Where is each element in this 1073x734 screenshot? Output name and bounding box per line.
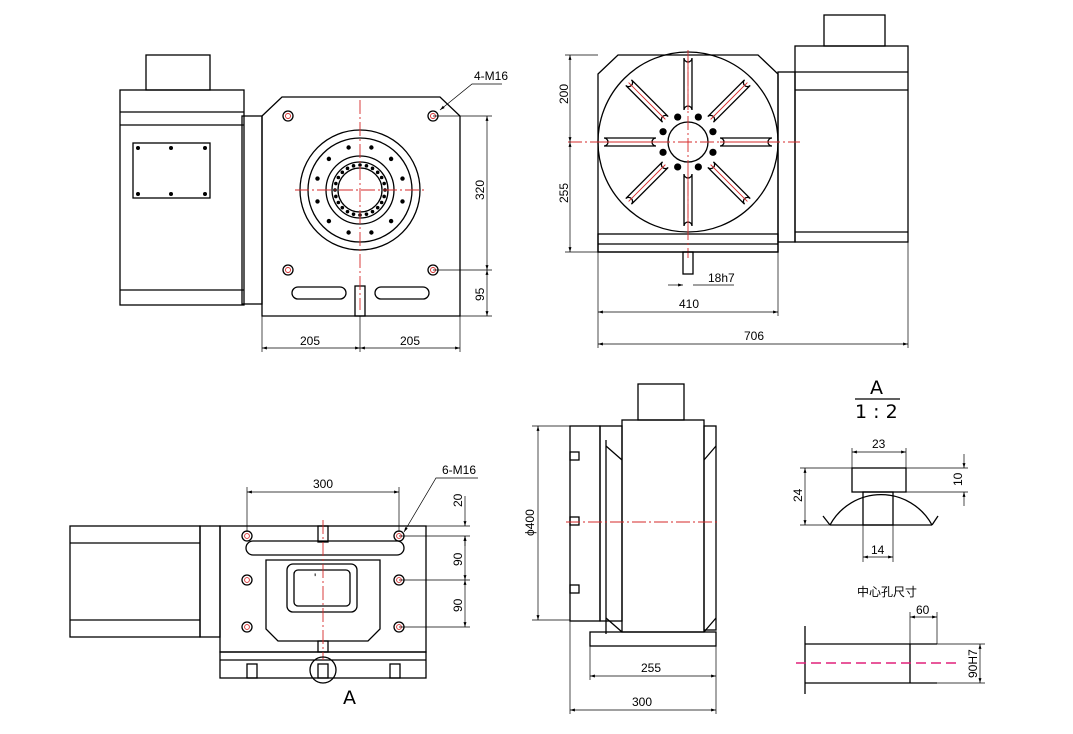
bearing-ball bbox=[336, 200, 341, 205]
dim-diameter-400: ϕ400 bbox=[523, 509, 537, 536]
base-hole bbox=[241, 621, 253, 633]
base-hole bbox=[241, 530, 253, 542]
bearing-ball bbox=[340, 170, 345, 175]
bearing-ball bbox=[364, 212, 369, 216]
base-hole-core bbox=[244, 533, 250, 539]
bolt-hole bbox=[315, 176, 320, 181]
dim-20: 20 bbox=[451, 493, 465, 507]
table-hole bbox=[694, 163, 702, 171]
table-hole bbox=[674, 163, 682, 171]
bolt-hole bbox=[369, 230, 374, 235]
bolt-hole bbox=[369, 145, 374, 150]
bearing-ball bbox=[351, 212, 356, 216]
bearing-ball bbox=[379, 175, 384, 180]
table-view: 200 255 18h7 410 706 bbox=[557, 14, 909, 348]
t-slot-axis bbox=[710, 164, 748, 202]
dim-24: 24 bbox=[791, 488, 805, 502]
t-slot bbox=[603, 137, 657, 147]
bearing-ball bbox=[375, 205, 380, 210]
bearing-ball bbox=[379, 200, 384, 205]
dim-410: 410 bbox=[679, 297, 699, 311]
section-marker: A bbox=[343, 687, 356, 709]
dim-205-left: 205 bbox=[300, 334, 320, 348]
bolt-hole bbox=[315, 199, 320, 204]
thread-callout-6: 6-M16 bbox=[442, 463, 476, 477]
dim-90-a: 90 bbox=[451, 552, 465, 566]
t-slot bbox=[683, 57, 693, 111]
center-hole-detail: 中心孔尺寸 60 90H7 bbox=[796, 584, 985, 694]
t-slot bbox=[683, 173, 693, 227]
slot-callout: 18h7 bbox=[708, 271, 735, 285]
bolt-hole bbox=[326, 156, 332, 162]
bearing-ball bbox=[336, 175, 341, 180]
bolt-hole bbox=[388, 156, 394, 162]
mount-hole bbox=[282, 110, 294, 122]
dim-706: 706 bbox=[744, 329, 764, 343]
t-slot-axis bbox=[710, 82, 748, 120]
bearing-ball bbox=[370, 209, 375, 214]
table-hole bbox=[659, 148, 667, 156]
bearing-ball bbox=[370, 166, 375, 171]
center-hole-title: 中心孔尺寸 bbox=[857, 584, 917, 599]
front-view: 4-M16 320 95 205 205 bbox=[119, 54, 508, 352]
t-slot bbox=[719, 137, 773, 147]
dim-255-side: 255 bbox=[641, 661, 661, 675]
bolt-hole bbox=[388, 218, 394, 224]
bolt-hole bbox=[400, 176, 405, 181]
base-hole-core bbox=[244, 624, 250, 630]
table-hole bbox=[709, 128, 717, 136]
dim-300-top: 300 bbox=[313, 477, 333, 491]
table-hole bbox=[659, 128, 667, 136]
bearing-ball bbox=[364, 164, 369, 168]
thread-callout: 4-M16 bbox=[474, 69, 508, 83]
bearing-ball bbox=[334, 181, 338, 186]
dim-23: 23 bbox=[872, 437, 886, 451]
dim-90h7: 90H7 bbox=[966, 649, 980, 678]
side-view: ϕ400 255 300 bbox=[523, 383, 720, 714]
mount-hole bbox=[282, 264, 294, 276]
bearing-ball bbox=[382, 194, 386, 199]
base-hole-core bbox=[244, 577, 250, 583]
bolt-hole bbox=[326, 218, 332, 224]
t-slot-axis bbox=[628, 82, 666, 120]
table-hole bbox=[674, 113, 682, 121]
detail-a: A 1 : 2 23 10 24 14 bbox=[791, 377, 968, 562]
dim-320: 320 bbox=[473, 180, 487, 200]
bolt-hole bbox=[346, 230, 351, 235]
t-slot bbox=[625, 79, 669, 123]
dim-205-right: 205 bbox=[400, 334, 420, 348]
bearing-ball bbox=[375, 170, 380, 175]
base-view: ' A 6-M16 300 20 90 90 bbox=[69, 463, 478, 709]
bearing-ball bbox=[351, 164, 356, 168]
bolt-hole bbox=[346, 145, 351, 150]
bearing-ball bbox=[334, 194, 338, 199]
dim-95: 95 bbox=[473, 287, 487, 301]
detail-scale: 1 : 2 bbox=[855, 401, 898, 423]
table-hole bbox=[694, 113, 702, 121]
bearing-ball bbox=[340, 205, 345, 210]
bearing-ball bbox=[345, 209, 350, 214]
bearing-ball bbox=[382, 181, 386, 186]
svg-text:': ' bbox=[314, 571, 316, 585]
dim-10: 10 bbox=[951, 472, 965, 486]
bearing-ball bbox=[345, 166, 350, 171]
dim-255: 255 bbox=[557, 183, 571, 203]
bolt-hole bbox=[400, 199, 405, 204]
detail-label: A bbox=[870, 377, 883, 399]
table-hole bbox=[709, 148, 717, 156]
dim-200: 200 bbox=[557, 84, 571, 104]
base-hole bbox=[241, 574, 253, 586]
dim-300-side: 300 bbox=[632, 695, 652, 709]
dim-60: 60 bbox=[916, 603, 930, 617]
dim-14: 14 bbox=[871, 543, 885, 557]
bearing-ball bbox=[358, 163, 362, 167]
dim-90-b: 90 bbox=[451, 598, 465, 612]
t-slot-axis bbox=[628, 164, 666, 202]
